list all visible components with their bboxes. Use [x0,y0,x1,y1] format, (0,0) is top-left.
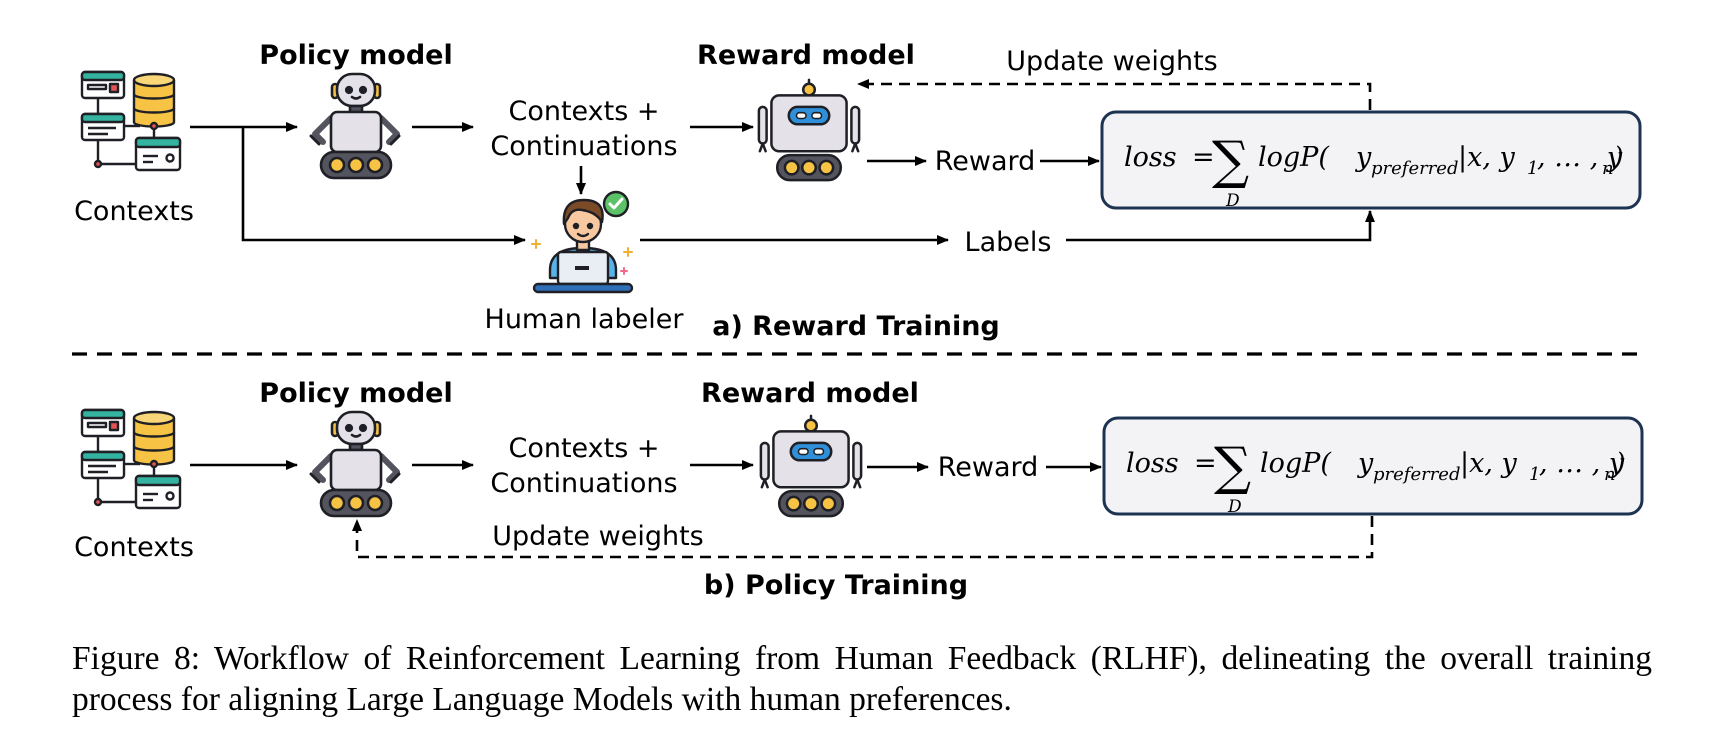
human-labeler-icon [530,190,634,294]
loss-box [1100,110,1642,210]
svg-text:preferred: preferred [1371,158,1458,179]
svg-text:=: = [1192,142,1215,173]
figure-caption: Figure 8: Workflow of Reinforcement Lear… [72,640,1652,718]
update-weights-label: Update weights [1006,46,1217,77]
svg-text:=: = [1194,448,1217,479]
svg-text:preferred: preferred [1373,464,1460,485]
panel-b-arrows [190,460,1374,559]
robot-icon [311,74,399,178]
loss-formula: loss = ∑ D logP( y preferred |x, y 1 , …… [1126,437,1626,517]
update-weights-label: Update weights [492,521,703,552]
contexts-continuations-line2: Continuations [490,468,677,499]
svg-text:|x, y: |x, y [1458,142,1515,173]
svg-text:1: 1 [1529,464,1540,485]
svg-text:n: n [1604,464,1616,485]
contexts-label: Contexts [74,532,194,563]
database-server-icon [80,408,182,510]
human-labeler-label: Human labeler [485,304,685,335]
svg-text:loss: loss [1124,142,1177,173]
svg-text:): ) [1612,142,1624,173]
loss-formula: loss = ∑ D logP( y preferred |x, y 1 , …… [1124,131,1624,211]
contexts-continuations-line1: Contexts + [508,433,659,464]
panel-a-title: a) Reward Training [712,311,1000,342]
svg-text:|x, y: |x, y [1460,448,1517,479]
contexts-label: Contexts [74,196,194,227]
svg-text:n: n [1602,158,1614,179]
panel-a-reward-training: Contexts Policy model Contexts + Continu… [74,40,1642,342]
svg-text:∑: ∑ [1212,131,1249,191]
contexts-continuations-line2: Continuations [490,131,677,162]
panel-b-policy-training: Contexts Policy model Contexts + Continu… [74,378,1644,601]
svg-text:loss: loss [1126,448,1179,479]
loss-box [1102,416,1644,516]
robot-icon [311,412,399,516]
svg-text:logP(: logP( [1258,142,1330,173]
contexts-continuations-line1: Contexts + [508,96,659,127]
svg-text:D: D [1225,191,1240,211]
reward-model-label: Reward model [697,40,915,71]
svg-text:, … , y: , … , y [1539,448,1625,479]
svg-text:1: 1 [1527,158,1538,179]
svg-text:y: y [1355,142,1372,173]
svg-text:, … , y: , … , y [1537,142,1623,173]
database-server-icon [80,70,182,172]
policy-model-label: Policy model [259,40,452,71]
svg-text:logP(: logP( [1260,448,1332,479]
svg-text:y: y [1357,448,1374,479]
reward-model-label: Reward model [701,378,919,409]
reward-robot-icon [757,78,861,182]
svg-text:): ) [1614,448,1626,479]
reward-label: Reward [935,146,1036,177]
svg-text:∑: ∑ [1214,437,1251,497]
panel-a-arrows [190,79,1375,245]
policy-model-label: Policy model [259,378,452,409]
panel-b-title: b) Policy Training [704,570,968,601]
labels-label: Labels [965,227,1052,258]
svg-text:D: D [1227,497,1242,517]
reward-robot-icon [759,414,863,518]
reward-label: Reward [938,452,1039,483]
